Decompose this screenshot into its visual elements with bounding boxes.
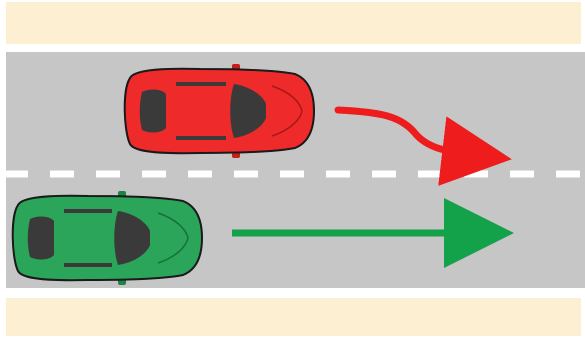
green-car-body: [11, 194, 204, 282]
red-car-windshield: [230, 84, 266, 138]
green-car-side-window-right: [64, 263, 112, 267]
green-car-hood-line: [157, 212, 189, 264]
green-car-rear-window: [27, 216, 54, 260]
green-car-windshield: [114, 211, 150, 265]
red-car: [123, 64, 316, 158]
bottom-sidewalk: [6, 298, 581, 336]
red-car-side-window-left: [176, 82, 226, 86]
red-car-hood-line: [271, 85, 303, 137]
green-car: [11, 191, 204, 285]
red-lane-change-arrow: [334, 106, 512, 186]
red-car-side-window-right: [176, 136, 226, 140]
red-car-rear-window: [139, 89, 166, 133]
red-car-body: [123, 67, 316, 155]
green-car-side-window-left: [64, 209, 112, 213]
top-sidewalk: [6, 2, 581, 44]
